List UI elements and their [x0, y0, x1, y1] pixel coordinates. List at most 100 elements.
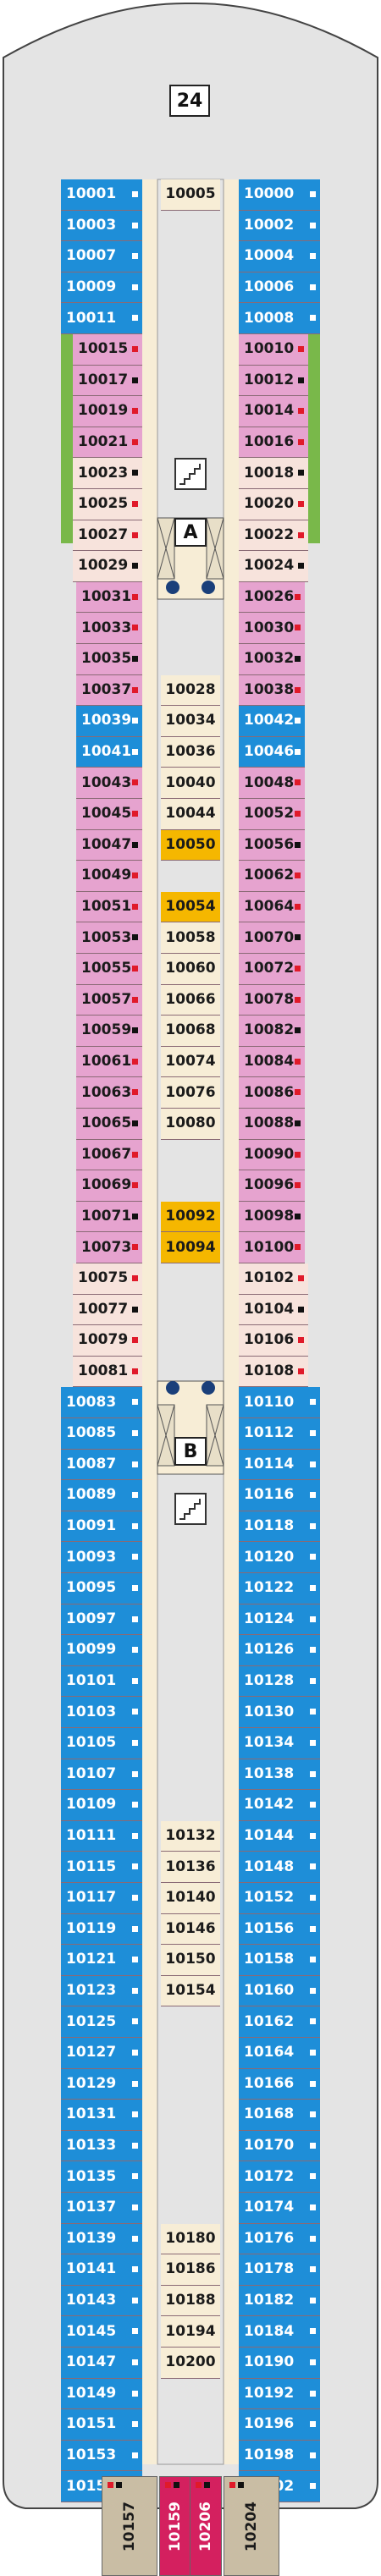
cabin-10006[interactable]: 10006 — [239, 272, 320, 304]
cabin-10103[interactable]: 10103 — [61, 1697, 142, 1728]
cabin-10108[interactable]: 10108 — [239, 1356, 308, 1388]
cabin-10074[interactable]: 10074 — [161, 1046, 220, 1078]
cabin-10141[interactable]: 10141 — [61, 2254, 142, 2286]
cabin-10130[interactable]: 10130 — [239, 1697, 320, 1728]
cabin-10110[interactable]: 10110 — [239, 1387, 320, 1418]
cabin-10022[interactable]: 10022 — [239, 520, 308, 552]
cabin-10017[interactable]: 10017 — [73, 365, 142, 397]
cabin-10036[interactable]: 10036 — [161, 736, 220, 768]
cabin-10107[interactable]: 10107 — [61, 1759, 142, 1791]
cabin-10000[interactable]: 10000 — [239, 179, 320, 211]
cabin-10011[interactable]: 10011 — [61, 303, 142, 334]
cabin-10111[interactable]: 10111 — [61, 1820, 142, 1852]
cabin-10083[interactable]: 10083 — [61, 1387, 142, 1418]
cabin-10196[interactable]: 10196 — [239, 2409, 320, 2441]
cabin-10109[interactable]: 10109 — [61, 1790, 142, 1821]
cabin-10088[interactable]: 10088 — [239, 1109, 305, 1140]
cabin-10140[interactable]: 10140 — [161, 1883, 220, 1914]
cabin-10038[interactable]: 10038 — [239, 674, 305, 707]
cabin-10023[interactable]: 10023 — [73, 458, 142, 489]
cabin-10076[interactable]: 10076 — [161, 1077, 220, 1109]
cabin-10053[interactable]: 10053 — [76, 922, 142, 954]
cabin-10058[interactable]: 10058 — [161, 922, 220, 954]
cabin-10174[interactable]: 10174 — [239, 2193, 320, 2224]
cabin-10160[interactable]: 10160 — [239, 1975, 320, 2007]
cabin-10097[interactable]: 10097 — [61, 1604, 142, 1636]
cabin-10045[interactable]: 10045 — [76, 799, 142, 830]
cabin-10009[interactable]: 10009 — [61, 272, 142, 304]
cabin-10129[interactable]: 10129 — [61, 2068, 142, 2100]
cabin-10015[interactable]: 10015 — [73, 334, 142, 366]
cabin-10014[interactable]: 10014 — [239, 396, 308, 427]
cabin-10182[interactable]: 10182 — [239, 2285, 320, 2317]
cabin-10079[interactable]: 10079 — [73, 1325, 142, 1357]
cabin-10007[interactable]: 10007 — [61, 241, 142, 272]
cabin-10073[interactable]: 10073 — [76, 1232, 142, 1263]
cabin-10057[interactable]: 10057 — [76, 984, 142, 1016]
cabin-10082[interactable]: 10082 — [239, 1016, 305, 1047]
cabin-10116[interactable]: 10116 — [239, 1480, 320, 1511]
cabin-10176[interactable]: 10176 — [239, 2223, 320, 2255]
cabin-10126[interactable]: 10126 — [239, 1635, 320, 1666]
cabin-10031[interactable]: 10031 — [76, 581, 142, 614]
cabin-10048[interactable]: 10048 — [239, 768, 305, 799]
cabin-10060[interactable]: 10060 — [161, 954, 220, 985]
cabin-10124[interactable]: 10124 — [239, 1604, 320, 1636]
cabin-10139[interactable]: 10139 — [61, 2223, 142, 2255]
cabin-10008[interactable]: 10008 — [239, 303, 320, 334]
cabin-10166[interactable]: 10166 — [239, 2068, 320, 2100]
cabin-10025[interactable]: 10025 — [73, 489, 142, 520]
cabin-10121[interactable]: 10121 — [61, 1945, 142, 1976]
cabin-10068[interactable]: 10068 — [161, 1016, 220, 1047]
cabin-10206[interactable]: 10206 — [190, 2476, 222, 2576]
cabin-10090[interactable]: 10090 — [239, 1139, 305, 1171]
cabin-10003[interactable]: 10003 — [61, 210, 142, 242]
cabin-10077[interactable]: 10077 — [73, 1294, 142, 1326]
cabin-10034[interactable]: 10034 — [161, 706, 220, 737]
cabin-10078[interactable]: 10078 — [239, 984, 305, 1016]
cabin-10157[interactable]: 10157 — [102, 2476, 157, 2576]
cabin-10150[interactable]: 10150 — [161, 1945, 220, 1976]
cabin-10039[interactable]: 10039 — [76, 706, 142, 737]
cabin-10093[interactable]: 10093 — [61, 1542, 142, 1573]
cabin-10024[interactable]: 10024 — [239, 551, 308, 582]
cabin-10117[interactable]: 10117 — [61, 1883, 142, 1914]
cabin-10198[interactable]: 10198 — [239, 2440, 320, 2472]
cabin-10070[interactable]: 10070 — [239, 922, 305, 954]
cabin-10059[interactable]: 10059 — [76, 1016, 142, 1047]
cabin-10029[interactable]: 10029 — [73, 551, 142, 582]
cabin-10084[interactable]: 10084 — [239, 1046, 305, 1078]
cabin-10100[interactable]: 10100 — [239, 1232, 305, 1263]
cabin-10055[interactable]: 10055 — [76, 954, 142, 985]
cabin-10146[interactable]: 10146 — [161, 1913, 220, 1946]
cabin-10030[interactable]: 10030 — [239, 613, 305, 644]
cabin-10170[interactable]: 10170 — [239, 2130, 320, 2162]
cabin-10105[interactable]: 10105 — [61, 1728, 142, 1759]
cabin-10184[interactable]: 10184 — [239, 2316, 320, 2348]
cabin-10026[interactable]: 10026 — [239, 581, 305, 614]
cabin-10046[interactable]: 10046 — [239, 736, 305, 768]
cabin-10128[interactable]: 10128 — [239, 1665, 320, 1698]
cabin-10180[interactable]: 10180 — [161, 2223, 220, 2255]
cabin-10158[interactable]: 10158 — [239, 1945, 320, 1976]
cabin-10043[interactable]: 10043 — [76, 768, 142, 799]
cabin-10047[interactable]: 10047 — [76, 829, 142, 861]
cabin-10104[interactable]: 10104 — [239, 1294, 308, 1326]
cabin-10063[interactable]: 10063 — [76, 1077, 142, 1109]
cabin-10089[interactable]: 10089 — [61, 1480, 142, 1511]
cabin-10002[interactable]: 10002 — [239, 210, 320, 242]
cabin-10092[interactable]: 10092 — [161, 1201, 220, 1233]
cabin-10066[interactable]: 10066 — [161, 984, 220, 1016]
cabin-10186[interactable]: 10186 — [161, 2254, 220, 2286]
cabin-10168[interactable]: 10168 — [239, 2100, 320, 2131]
cabin-10044[interactable]: 10044 — [161, 799, 220, 830]
cabin-10178[interactable]: 10178 — [239, 2254, 320, 2286]
cabin-10138[interactable]: 10138 — [239, 1759, 320, 1791]
cabin-10094[interactable]: 10094 — [161, 1232, 220, 1263]
cabin-10136[interactable]: 10136 — [161, 1852, 220, 1883]
cabin-10147[interactable]: 10147 — [61, 2348, 142, 2379]
cabin-10098[interactable]: 10098 — [239, 1201, 305, 1233]
cabin-10062[interactable]: 10062 — [239, 861, 305, 892]
cabin-10200[interactable]: 10200 — [161, 2348, 220, 2379]
cabin-10106[interactable]: 10106 — [239, 1325, 308, 1357]
